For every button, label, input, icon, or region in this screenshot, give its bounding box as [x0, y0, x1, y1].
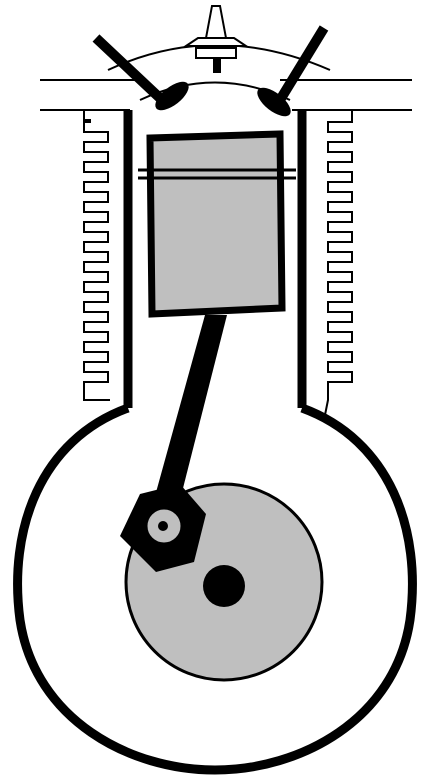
crankcase — [13, 403, 417, 775]
cooling-fins-left — [83, 109, 130, 401]
spark-plug-icon — [182, 5, 250, 73]
crankpin — [144, 506, 184, 546]
cooling-fins-right — [302, 109, 353, 421]
piston — [146, 130, 286, 318]
crankshaft-axle — [203, 565, 245, 607]
intake-valve — [92, 34, 189, 111]
exhaust-valve — [257, 25, 329, 117]
piston-rings — [138, 168, 296, 180]
